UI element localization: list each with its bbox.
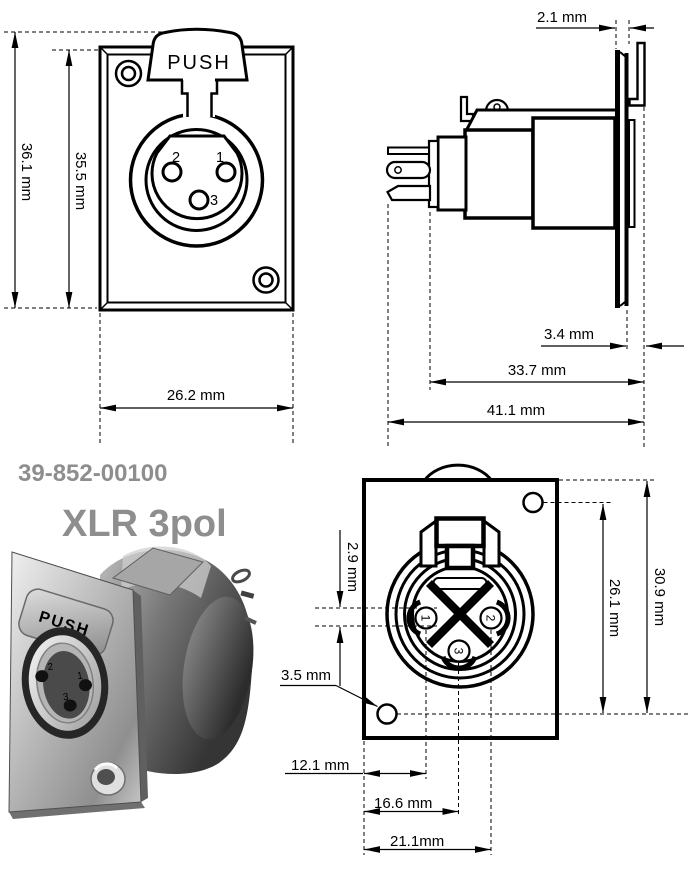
terminal-2-label: 2	[484, 615, 498, 622]
photo-screw	[90, 762, 126, 796]
side-dimensions: 2.1 mm 3.4 mm 33.7 mm 41.1 mm	[388, 9, 684, 426]
rear-extension-lines	[315, 479, 688, 855]
photo-pin-hole-3	[63, 699, 77, 712]
dim-pin3-x: 16.6 mm	[374, 795, 432, 812]
gasket-plate	[628, 119, 636, 228]
solder-pin-top	[387, 146, 430, 155]
socket-keyed-inset	[150, 134, 244, 221]
body-main-section	[531, 116, 617, 230]
product-photo: PUSH 2 1 3	[8, 546, 257, 819]
side-connector-body	[385, 41, 646, 308]
side-view: 2.1 mm 3.4 mm 33.7 mm 41.1 mm	[385, 9, 684, 448]
terminal-1-label: 1	[419, 615, 433, 622]
latch-housing	[434, 516, 486, 549]
cross-brace	[425, 579, 495, 649]
latch-bump	[421, 463, 495, 483]
pin-2-label: 2	[172, 150, 180, 166]
body-mid-section	[463, 128, 535, 220]
photo-latch-mechanism	[111, 547, 204, 596]
pin-3-label: 3	[210, 193, 218, 209]
terminal-1: 1	[406, 599, 438, 637]
dim-rear-height: 30.9 mm	[651, 568, 668, 626]
part-number: 39-852-00100	[18, 460, 168, 487]
front-socket: 2 1 3	[128, 78, 265, 248]
pin-hole-1	[215, 161, 237, 183]
front-view: PUSH 2 1 3	[4, 27, 295, 446]
key-slot	[432, 577, 488, 590]
dim-pin2-x: 21.1mm	[390, 833, 444, 850]
pin-hole-2	[161, 161, 183, 183]
photo-pin-2-label: 2	[47, 661, 54, 673]
dim-total-depth: 41.1 mm	[487, 402, 545, 419]
solder-pin-middle	[385, 160, 432, 180]
photo-pin-hole-1	[79, 679, 92, 692]
dim-flange-thickness: 2.1 mm	[537, 9, 587, 26]
product-title: XLR 3pol	[62, 503, 227, 545]
latch-wing-right	[482, 518, 501, 568]
photo-solder-lug	[231, 568, 251, 584]
terminal-2: 2	[479, 599, 511, 637]
photo-socket: 2 1 3	[21, 627, 109, 739]
side-extension-lines	[387, 20, 645, 448]
dim-body-depth: 33.7 mm	[508, 362, 566, 379]
panel-hook	[628, 41, 646, 107]
dim-hole-span: 26.1 mm	[606, 579, 623, 637]
dim-front-width: 26.2 mm	[167, 387, 225, 404]
photo-solder-pin	[240, 590, 255, 599]
front-dimensions: 36.1 mm 35.5 mm 26.2 mm	[11, 32, 293, 412]
terminal-3: 3	[440, 639, 478, 671]
dim-pin1-x: 12.1 mm	[291, 757, 349, 774]
rear-barrel	[436, 135, 468, 212]
dim-panel-gap: 3.4 mm	[544, 326, 594, 343]
push-tab: PUSH	[146, 27, 249, 82]
dim-flange-height: 35.5 mm	[72, 152, 89, 210]
photo-pin-hole-2	[35, 670, 49, 683]
photo-pin-1-label: 1	[76, 670, 83, 682]
pin-1-label: 1	[216, 150, 224, 166]
rear-view: 1 2 3	[280, 463, 688, 855]
mounting-hole-bottom	[376, 703, 398, 725]
retaining-clip	[459, 95, 475, 123]
rear-socket: 1 2 3	[385, 516, 535, 689]
solder-pin-bottom	[386, 184, 432, 202]
mounting-hole-top	[522, 491, 544, 514]
photo-solder-pin	[244, 616, 257, 625]
photo-pin-3-label: 3	[62, 692, 69, 704]
latch-stem	[444, 543, 476, 571]
dim-total-height: 36.1 mm	[18, 143, 35, 201]
dim-hole-diameter: 3.5 mm	[281, 667, 331, 684]
terminal-3-label: 3	[452, 648, 466, 655]
push-tab-label: PUSH	[167, 52, 231, 74]
pin-hole-3	[188, 189, 210, 211]
dim-pin-offset: 2.9 mm	[344, 542, 361, 592]
latch-wing-left	[419, 518, 438, 568]
rear-dimensions: 2.9 mm 26.1 mm 30.9 mm 3.5 mm 12.1 mm 16…	[280, 481, 668, 853]
front-screw-holes	[114, 59, 280, 294]
screw-head-side	[484, 98, 510, 112]
